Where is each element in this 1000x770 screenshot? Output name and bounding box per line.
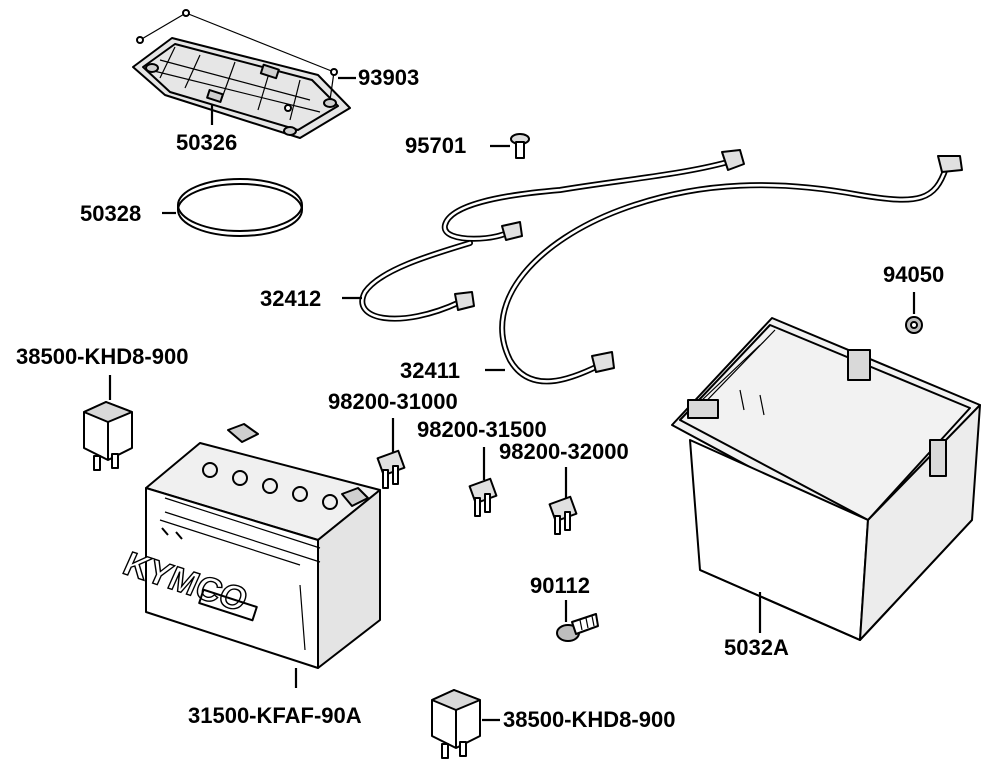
relay-upper-drawing [83,401,133,471]
label-50328: 50328 [80,201,142,226]
label-98200-31500: 98200-31500 [417,417,547,442]
bolt-95701-drawing [510,133,530,159]
label-31500: 31500-KFAF-90A [188,703,362,728]
label-5032A: 5032A [724,635,789,660]
label-38500-upper: 38500-KHD8-900 [16,344,189,369]
label-98200-32000: 98200-32000 [499,439,629,464]
label-32412: 32412 [260,286,322,311]
battery-box-drawing [671,317,981,641]
nut-94050-drawing [905,316,923,334]
battery-cover-drawing [132,9,351,139]
cable-32412-drawing [359,149,745,322]
label-95701: 95701 [405,133,467,158]
label-38500-lower: 38500-KHD8-900 [503,707,676,732]
fuse-98200-31500-drawing [468,477,498,517]
label-90112: 90112 [530,573,590,598]
cable-32411-drawing [499,155,963,385]
label-50326: 50326 [176,130,238,155]
label-94050: 94050 [883,262,945,287]
fuse-98200-31000-drawing [376,449,406,489]
fuse-98200-32000-drawing [548,495,578,535]
battery-drawing: KYMCO [117,423,381,669]
label-98200-31000: 98200-31000 [328,389,458,414]
relay-lower-drawing [431,689,481,759]
label-32411: 32411 [400,358,460,383]
battery-band-drawing [177,178,303,237]
label-93903: 93903 [358,65,420,90]
bolt-90112-drawing [556,613,599,642]
